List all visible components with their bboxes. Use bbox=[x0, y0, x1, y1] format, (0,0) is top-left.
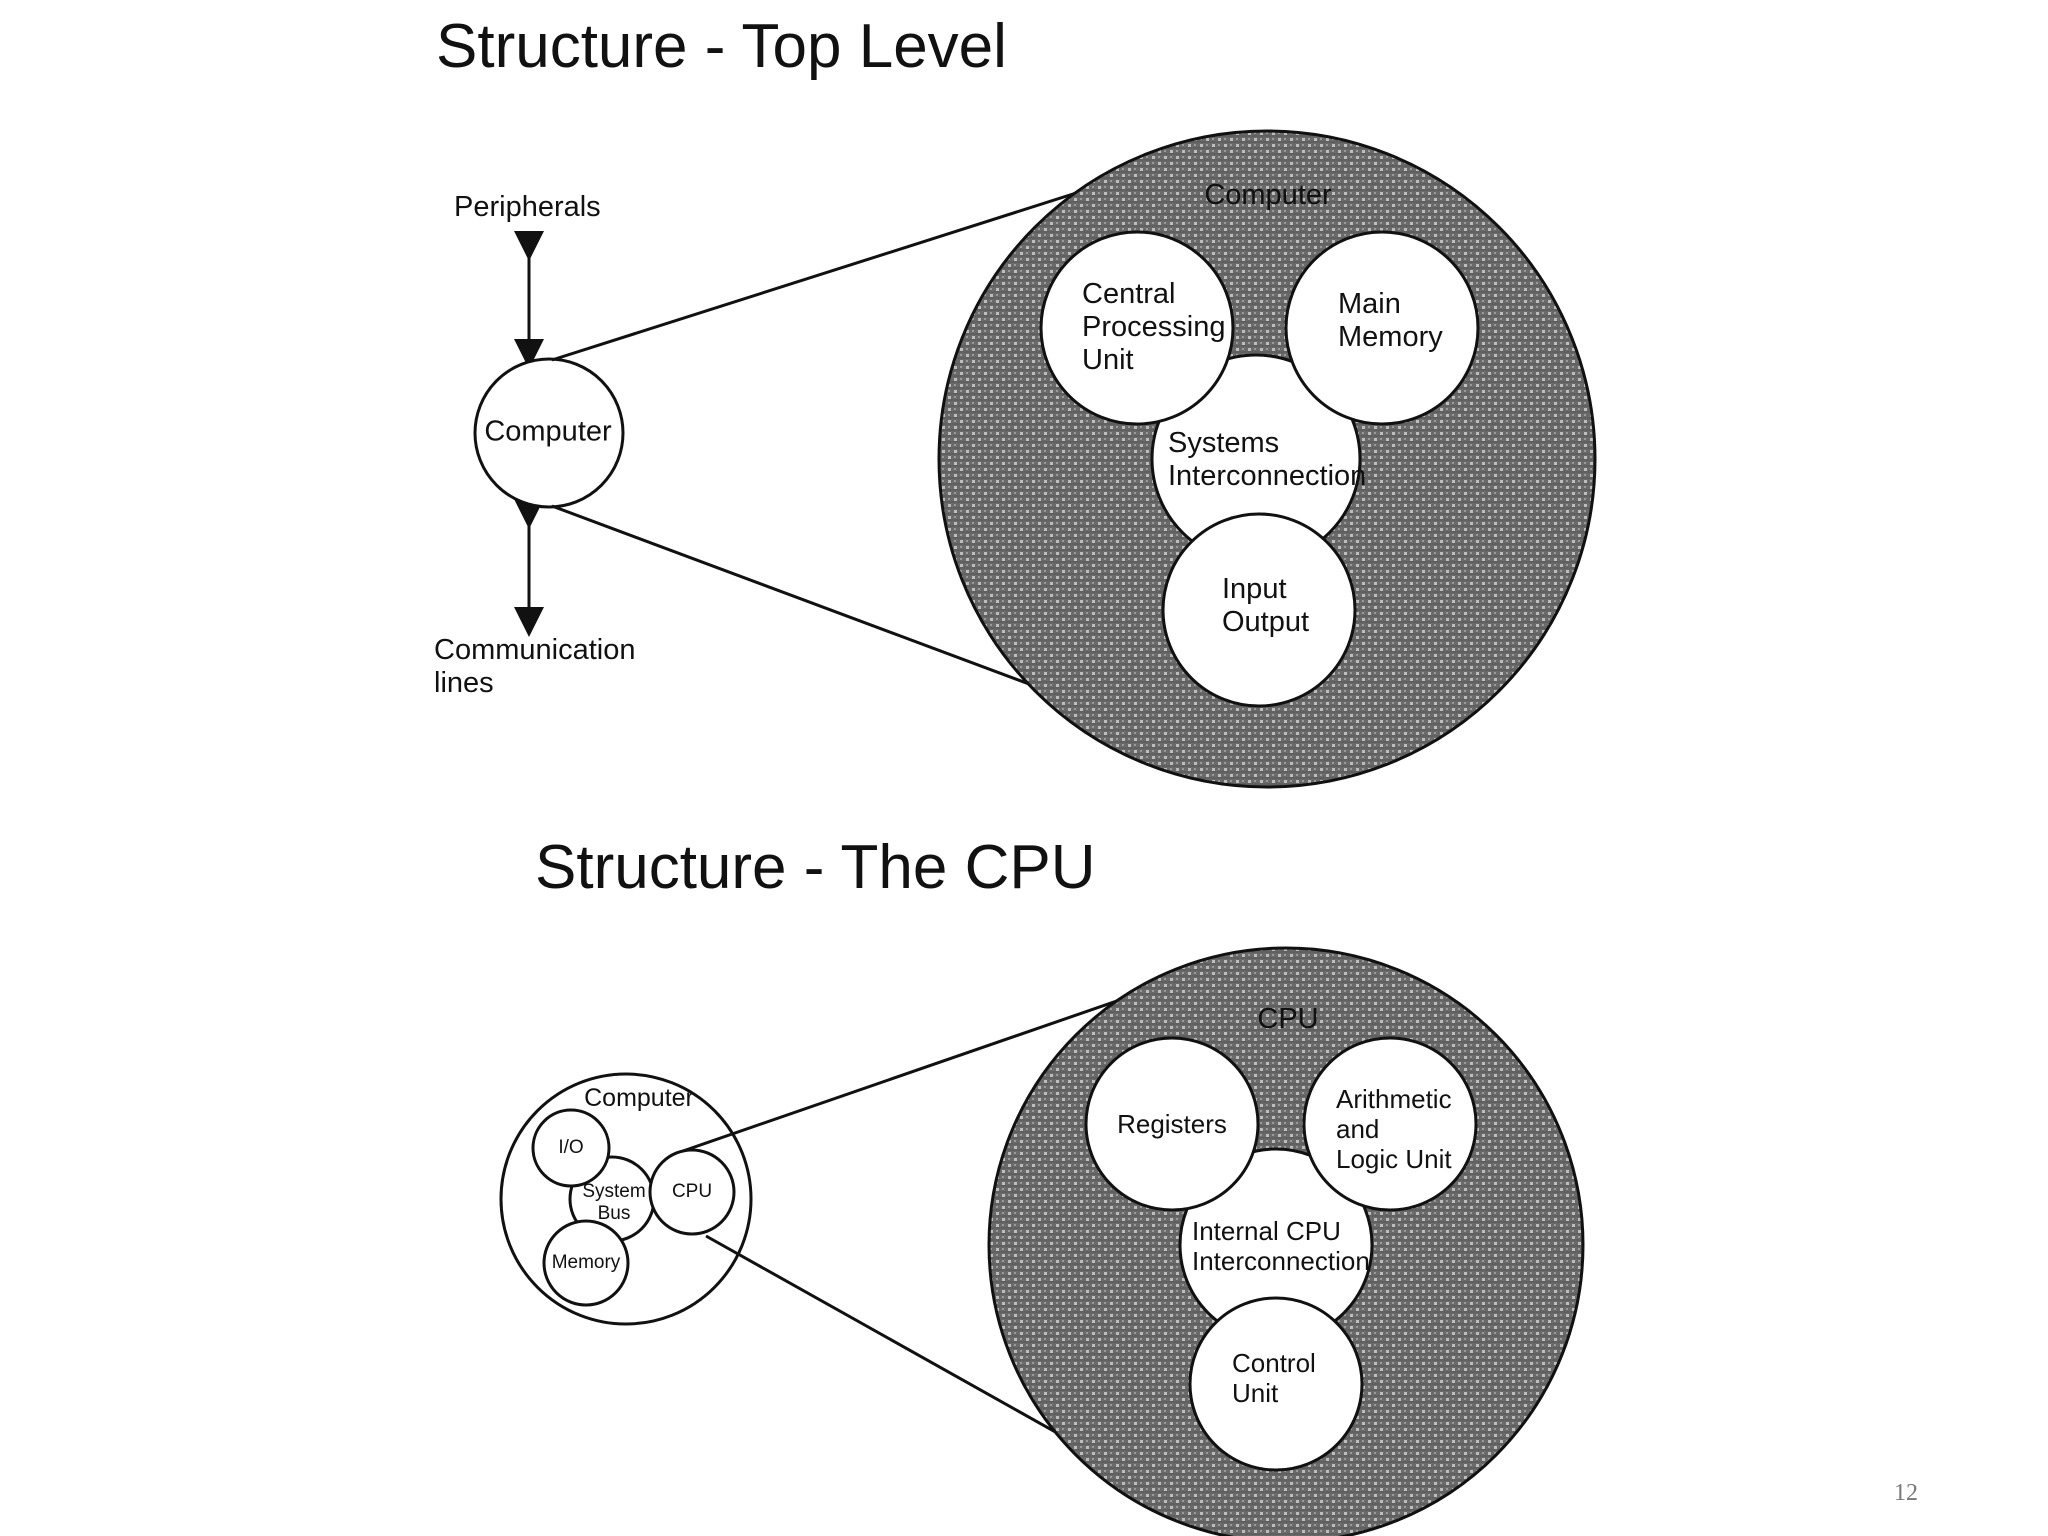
io-label: I/O bbox=[558, 1137, 583, 1158]
big-computer-title: Computer bbox=[1204, 179, 1332, 211]
top-level-diagram: Structure - Top Level Peripherals Commun… bbox=[434, 12, 1597, 789]
memory-label: Memory bbox=[552, 1252, 621, 1273]
memory-circle bbox=[542, 1219, 630, 1307]
big-cpu-title: CPU bbox=[1257, 1003, 1318, 1035]
zoom-line-top bbox=[551, 171, 1140, 362]
input-output-circle bbox=[1161, 512, 1357, 708]
registers-label: Registers bbox=[1117, 1109, 1227, 1139]
top-level-title: Structure - Top Level bbox=[436, 12, 1007, 81]
cpu-circle bbox=[1039, 230, 1235, 426]
zoom-line-top-2 bbox=[682, 982, 1167, 1153]
small-computer-circle bbox=[473, 357, 625, 509]
page-number: 12 bbox=[1894, 1480, 1918, 1506]
cpu-structure-title: Structure - The CPU bbox=[535, 833, 1095, 902]
control-unit-circle bbox=[1188, 1296, 1364, 1472]
peripherals-label: Peripherals bbox=[454, 191, 601, 223]
alu-circle bbox=[1302, 1036, 1478, 1212]
small-computer-label: Computer bbox=[484, 416, 612, 448]
small-cpu-label: CPU bbox=[672, 1181, 712, 1202]
registers-circle bbox=[1084, 1036, 1260, 1212]
main-memory-circle bbox=[1284, 230, 1480, 426]
io-circle bbox=[531, 1108, 611, 1188]
small-computer-title: Computer bbox=[584, 1084, 694, 1112]
small-cpu-circle bbox=[648, 1148, 736, 1236]
